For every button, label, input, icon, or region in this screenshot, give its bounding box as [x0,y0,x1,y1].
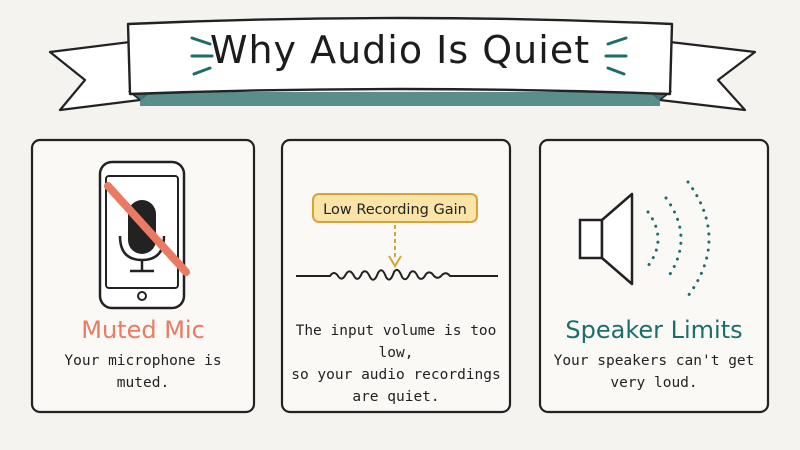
low-recording-gain-label: Low Recording Gain [312,193,478,223]
speaker-limits-line-2: very loud. [610,375,698,391]
sound-waves-icon [646,180,711,298]
waveform-icon [296,268,498,281]
page-title: Why Audio Is Quiet [209,28,591,72]
panel-speaker-limits [538,138,770,414]
low-gain-line-2: so your audio recordings [291,367,501,383]
muted-mic-line-1: Your microphone is [64,353,222,369]
muted-mic-title: Muted Mic [81,316,205,344]
speaker-limits-description: Your speakers can't get very loud. [540,350,768,394]
muted-mic-line-2: muted. [116,375,170,391]
gain-arrow [388,225,402,268]
speaker-icon [578,192,634,286]
muted-mic-description: Your microphone is muted. [32,350,254,394]
title-banner [48,16,757,112]
speaker-limits-title: Speaker Limits [565,316,743,344]
muted-microphone-phone-icon [98,160,190,310]
low-gain-line-3: are quiet. [352,389,440,405]
low-gain-description: The input volume is too low, so your aud… [282,320,510,408]
speaker-limits-line-1: Your speakers can't get [553,353,755,369]
low-gain-line-1: The input volume is too low, [295,323,497,361]
